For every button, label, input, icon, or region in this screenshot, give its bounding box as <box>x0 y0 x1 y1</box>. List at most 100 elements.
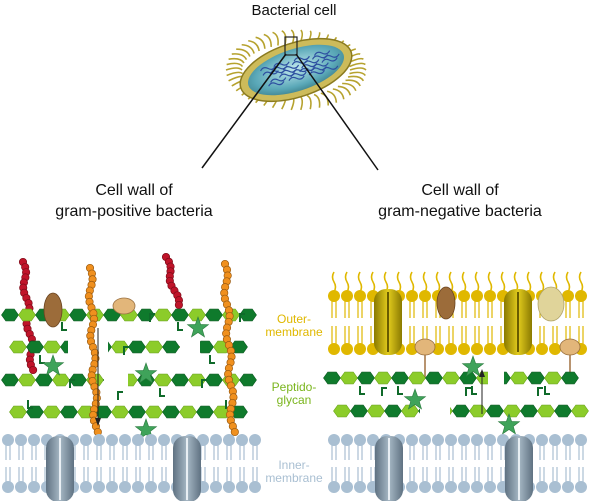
peptidoglycan-sugar <box>486 404 504 418</box>
peptidoglycan-sugar <box>145 340 163 354</box>
gram-negative-title-line2: gram-negative bacteria <box>378 203 542 220</box>
peptidoglycan-sugar <box>205 373 223 387</box>
star-molecule <box>186 316 210 338</box>
gram-positive-cell-wall <box>1 252 261 501</box>
outer-membrane-label-line2: membrane <box>265 325 323 339</box>
inner-membrane-lipid-head <box>223 481 235 493</box>
pilus <box>342 82 357 92</box>
inner-membrane-lipid-head <box>458 481 470 493</box>
peptide-crosslink <box>471 386 477 395</box>
nucleoid-dna <box>290 71 307 78</box>
peptidoglycan-sugar <box>145 405 163 419</box>
peptidoglycan-sugar <box>162 340 180 354</box>
peptidoglycan-sugar <box>171 373 189 387</box>
inner-membrane-lipid-head <box>119 481 131 493</box>
lipopolysaccharide <box>526 271 532 293</box>
lipoprotein <box>414 338 436 356</box>
inner-membrane-lipid-head <box>471 481 483 493</box>
inner-membrane-lipid-head <box>145 481 157 493</box>
inner-membrane-lipid-head <box>484 481 496 493</box>
peptidoglycan-gap <box>104 369 128 391</box>
inner-membrane-lipid-head <box>536 481 548 493</box>
peptide-crosslink <box>201 379 207 388</box>
nucleoid-dna <box>282 64 300 71</box>
star-molecule <box>134 418 158 440</box>
lipopolysaccharide <box>344 271 350 293</box>
peptide-crosslink <box>381 387 387 396</box>
peptide-crosslink <box>537 387 543 396</box>
nucleoid-dna <box>303 59 320 65</box>
peptidoglycan-sugar <box>60 405 78 419</box>
teichoic-acid-bead <box>29 365 38 375</box>
surface-protein <box>43 292 63 328</box>
inner-membrane-lipid-head <box>341 434 353 446</box>
inner-membrane-label: Inner- membrane <box>259 459 329 485</box>
peptidoglycan-sugar <box>9 405 27 419</box>
star-molecule <box>461 355 485 377</box>
inner-membrane-lipid-head <box>236 481 248 493</box>
outer-membrane-lipid-head <box>328 290 340 302</box>
inner-membrane-lipid-head <box>158 481 170 493</box>
peptidoglycan-sugar <box>442 371 460 385</box>
nucleoid-dna <box>321 57 338 63</box>
peptidoglycan-sugar <box>333 404 351 418</box>
peptidoglycan-sugar <box>323 371 341 385</box>
nucleoid-dna <box>322 65 339 72</box>
peptidoglycan-label: Peptido- glycan <box>259 381 329 407</box>
peptidoglycan-gap <box>488 366 504 390</box>
pilus <box>225 67 243 71</box>
outer-membrane-lipid-head <box>458 343 470 355</box>
peptidoglycan-sugar <box>9 340 27 354</box>
outer-membrane-lipid-head <box>484 290 496 302</box>
inner-membrane-lipid-head <box>80 434 92 446</box>
inner-membrane-lipid-head <box>328 481 340 493</box>
peptide-crosslink <box>397 386 403 395</box>
outer-membrane-protein <box>537 286 565 322</box>
peptidoglycan-sugar <box>69 308 87 322</box>
lipopolysaccharide <box>474 271 480 293</box>
peptide-crosslink <box>359 386 365 395</box>
pilus <box>337 85 352 96</box>
pilus <box>349 67 367 71</box>
peptidoglycan-sugar <box>503 404 521 418</box>
peptidoglycan-sugar <box>26 405 44 419</box>
inner-membrane-lipid-head <box>575 434 587 446</box>
inner-membrane-lipid-head <box>15 434 27 446</box>
peptidoglycan-sugar <box>128 405 146 419</box>
peptidoglycan-sugar <box>537 404 555 418</box>
peptidoglycan-sugar <box>154 308 172 322</box>
inner-membrane-lipid-head <box>197 434 209 446</box>
peptidoglycan-sugar <box>162 405 180 419</box>
diagram-title: Bacterial cell <box>251 2 337 19</box>
inner-membrane-lipid-head <box>223 434 235 446</box>
peptidoglycan-sugar <box>340 371 358 385</box>
outer-membrane-lipid-head <box>575 290 587 302</box>
lipopolysaccharide <box>435 271 441 293</box>
outer-membrane-label-line1: Outer- <box>276 312 311 326</box>
outer-membrane-lipid-head <box>471 290 483 302</box>
inner-membrane-lipid-head <box>106 481 118 493</box>
inner-membrane-lipid-head <box>354 481 366 493</box>
inner-membrane-lipid-head <box>328 434 340 446</box>
nucleoid-dna <box>323 53 340 60</box>
inner-membrane-lipid-head <box>367 434 379 446</box>
inner-membrane-lipid-head <box>536 434 548 446</box>
peptidoglycan-sugar <box>527 371 545 385</box>
pilus <box>226 62 244 68</box>
inner-membrane-lipid-head <box>236 434 248 446</box>
inner-membrane-lipid-head <box>2 434 14 446</box>
inner-membrane-lipid-head <box>549 434 561 446</box>
arrow-head <box>479 369 485 377</box>
inner-membrane-lipid-head <box>549 481 561 493</box>
outer-membrane-label: Outer- membrane <box>259 313 329 339</box>
peptidoglycan-sugar <box>520 404 538 418</box>
inner-membrane-lipid-head <box>341 481 353 493</box>
peptidoglycan-sugar <box>425 371 443 385</box>
outer-membrane-lipid-head <box>354 290 366 302</box>
peptidoglycan-sugar <box>391 371 409 385</box>
lipopolysaccharide <box>578 271 584 293</box>
outer-membrane-lipid-head <box>445 343 457 355</box>
peptidoglycan-sugar <box>26 340 44 354</box>
peptide-crosslink <box>465 387 471 396</box>
peptidoglycan-gap <box>420 400 450 422</box>
